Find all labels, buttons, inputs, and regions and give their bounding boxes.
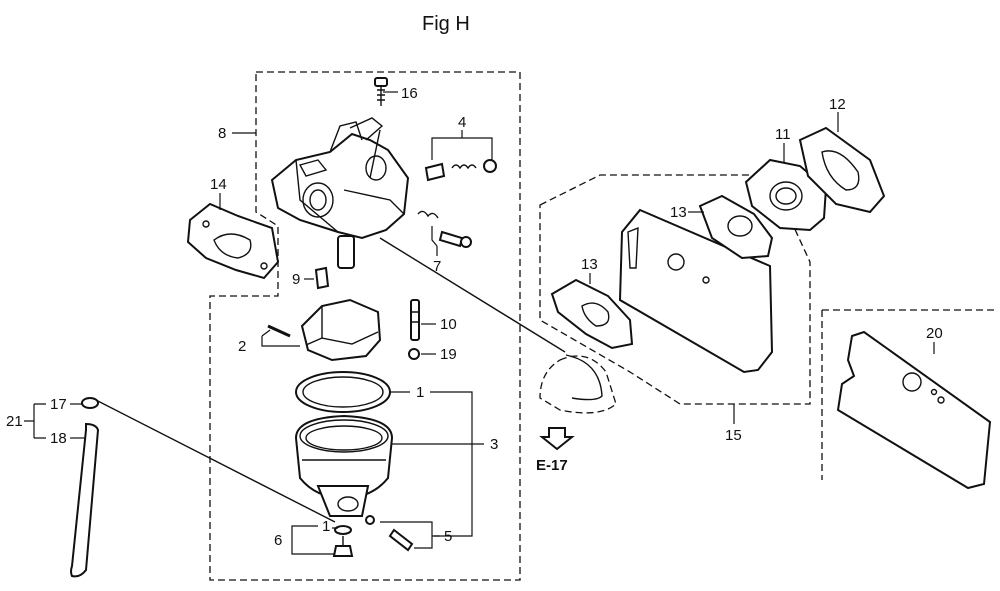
insulator-11 [744,158,828,232]
linkage-ghost [539,355,617,414]
callout-5: 5 [444,528,452,545]
gasket-12 [798,126,886,214]
callout-7: 7 [433,258,441,275]
callout-15: 15 [725,427,742,444]
float [300,298,382,362]
bolt-16 [374,77,388,106]
callout-13-left: 13 [581,256,598,273]
drain-screw-5 [365,515,414,552]
carburetor-body [270,117,410,269]
callout-2: 2 [238,338,246,355]
leader-21 [24,403,46,439]
reference-e17: E-17 [536,457,568,474]
fuel-hose-18 [70,422,100,578]
figure-title: Fig H [422,13,470,35]
part-20-outline [821,309,995,480]
throttle-stop-screw-set [417,210,472,248]
callout-1-bottom: 1 [322,518,330,535]
callout-16: 16 [401,85,418,102]
callout-18: 18 [50,430,67,447]
gasket-13-right [698,194,774,260]
hose-leader-line [91,397,336,523]
float-bowl-3 [294,414,394,517]
gasket-14 [186,202,280,280]
float-pin-2 [267,324,291,338]
callout-6: 6 [274,532,282,549]
nozzle-10 [410,299,420,341]
carburetor-assembly-outline [209,71,521,581]
leader-2 [261,329,300,347]
callout-11: 11 [775,126,791,143]
leader-6 [291,525,338,555]
down-arrow-icon [539,427,575,451]
callout-3: 3 [490,436,498,453]
leader-5 [380,521,440,549]
gasket-13-left [550,278,634,350]
leader-1 [390,391,473,537]
callout-13-right: 13 [670,204,687,221]
leader-4 [431,130,493,160]
callout-19: 19 [440,346,457,363]
o-ring-1 [295,371,391,413]
main-jet-9 [314,266,330,290]
callout-20: 20 [926,325,943,342]
callout-21: 21 [6,413,23,430]
callout-1-top: 1 [416,384,424,401]
gasket-set-outline [539,174,811,405]
callout-12: 12 [829,96,846,113]
hose-clip-17 [81,397,99,409]
callout-10: 10 [440,316,457,333]
callout-4: 4 [458,114,466,131]
callout-8: 8 [218,125,226,142]
linkage-rod [565,354,603,401]
pilot-screw-set [424,159,497,182]
leader-7 [431,226,438,256]
callout-17: 17 [50,396,67,413]
bowl-bolt-6 [332,525,354,557]
callout-9: 9 [292,271,300,288]
washer-19 [408,348,420,360]
e17-leader-line [379,237,566,353]
plate-20 [836,330,992,490]
callout-14: 14 [210,176,227,193]
